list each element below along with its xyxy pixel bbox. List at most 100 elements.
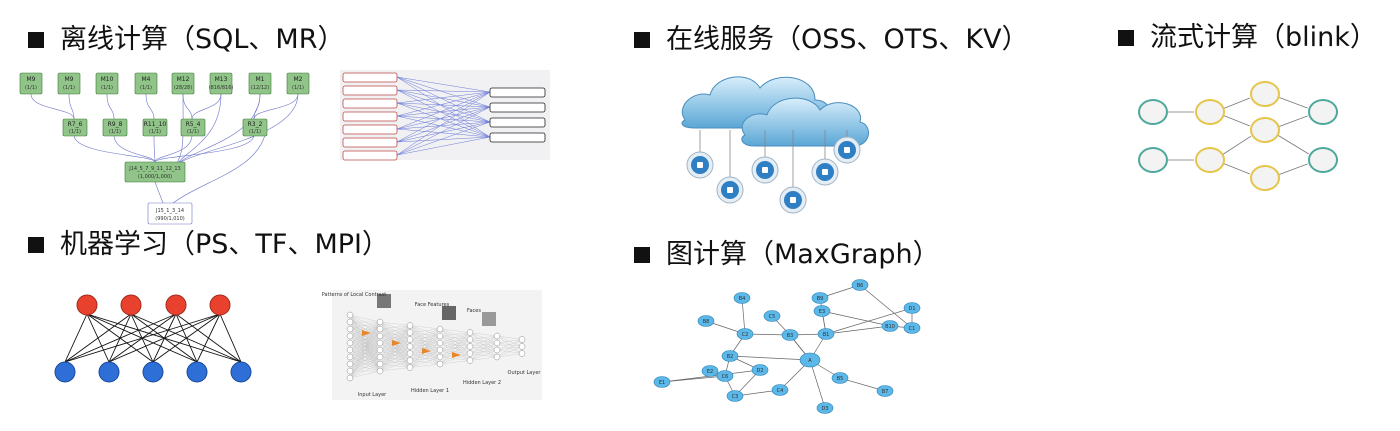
deepnet-edge	[409, 328, 441, 340]
dag-node-box	[180, 118, 206, 137]
deepnet-node	[493, 346, 501, 354]
graph-node-label: A	[808, 358, 812, 364]
dag-node-count: (816/816)	[209, 85, 234, 91]
dag-edge	[154, 181, 164, 204]
dag-node-count: (1/1)	[63, 85, 75, 91]
graph-node: C1	[903, 322, 921, 334]
service-glyph	[727, 187, 733, 193]
box-edge	[396, 91, 491, 117]
deepnet-node	[346, 325, 354, 333]
nn-edge	[64, 313, 88, 363]
graph-heading-text: 图计算（MaxGraph）	[666, 239, 940, 270]
deepnet-edge	[379, 332, 411, 372]
dag-reduce-node: R7_6(1/1)	[62, 118, 88, 137]
dag-node-name: M12	[177, 76, 190, 83]
deepnet-node	[436, 332, 444, 340]
graph-node-shape	[817, 328, 835, 340]
box-edge	[396, 102, 491, 123]
dag-node-name: M13	[215, 76, 228, 83]
ml-heading-text: 机器学习（PS、TF、MPI）	[60, 229, 389, 260]
dag-edge	[153, 134, 156, 163]
graph-node-shape	[733, 292, 751, 304]
deepnet-label-patterns: Patterns of Local Contrast	[322, 292, 387, 298]
service-glyph	[762, 167, 768, 173]
deepnet-node	[376, 339, 384, 347]
deepnet-edge	[409, 328, 441, 354]
face-image	[482, 312, 496, 326]
dag-node-name: R3_2	[248, 121, 263, 128]
graph-node: D2	[751, 364, 769, 376]
dag-map-node: M12(28/28)	[171, 72, 195, 95]
graph-node: B5	[831, 372, 849, 384]
left-box	[342, 150, 398, 161]
graph-edge	[809, 359, 826, 409]
right-box	[489, 102, 546, 113]
box-edge	[396, 76, 491, 93]
deepnet-node	[406, 329, 414, 336]
graph-node-label: B4	[739, 296, 746, 302]
right-box	[489, 117, 546, 128]
heading-online: 在线服务（OSS、OTS、KV）	[634, 23, 1029, 57]
deepnet-node	[466, 350, 474, 357]
deepnet-edge	[349, 342, 381, 379]
bullet-icon	[634, 32, 650, 48]
deepnet-edge	[349, 328, 381, 379]
deepnet-node	[346, 346, 354, 354]
dag-reduce-node: R9_8(1/1)	[102, 118, 128, 137]
stream-node	[1138, 147, 1168, 173]
nn-bottom-node	[142, 361, 164, 383]
service-node	[716, 176, 744, 204]
box-edge	[396, 106, 491, 156]
stream-edge	[1279, 115, 1308, 127]
bipartite-box-diagram	[340, 70, 550, 161]
service-node	[811, 158, 839, 186]
graph-node-label: E3	[819, 309, 825, 315]
dag-node-name: R7_6	[68, 121, 83, 128]
graph-node-shape	[851, 279, 869, 291]
graph-node: C6	[716, 370, 734, 382]
service-glyph	[844, 147, 850, 153]
deepnet-edge	[349, 321, 381, 351]
dag-map-node: M10(1/1)	[95, 72, 119, 95]
deepnet-edge	[349, 321, 381, 379]
dag-node-box	[171, 72, 195, 95]
deepnet-edge	[496, 335, 523, 340]
deepnet-node	[466, 343, 474, 350]
dag-edge	[253, 93, 299, 120]
deepnet-edge	[379, 321, 411, 326]
stream-edge	[1222, 135, 1252, 155]
dag-join-node: J14_5_7_9_11_12_13(1,000/1,000)	[124, 161, 186, 183]
dag-node-name: M9	[27, 76, 36, 83]
deepnet-edge	[439, 339, 471, 365]
graph-edge	[729, 355, 811, 361]
dag-node-box	[209, 72, 233, 95]
stream-edge	[1279, 97, 1308, 109]
deepnet-edge	[349, 335, 381, 379]
graph-node: E3	[813, 305, 831, 317]
nn-edge	[64, 313, 221, 363]
box-edge	[396, 121, 491, 130]
box-edge	[396, 128, 491, 138]
dag-reduce-node: R5_4(1/1)	[180, 118, 206, 137]
stream-edge	[1224, 163, 1250, 175]
deepnet-node	[376, 325, 384, 333]
graph-node-shape	[799, 352, 821, 368]
deepnet-edge	[349, 321, 381, 372]
deepnet-node	[406, 336, 414, 343]
graph-node-label: B6	[857, 283, 864, 289]
dag-node-count: (1/1)	[249, 129, 261, 135]
deepnet-edge	[379, 339, 411, 372]
box-edge	[396, 91, 491, 130]
box-edge	[396, 91, 491, 104]
deepnet-node	[493, 353, 501, 361]
stream-node	[1308, 147, 1338, 173]
graph-node-shape	[781, 329, 799, 341]
deepnet-node	[493, 332, 501, 340]
deepnet-edge	[379, 346, 411, 372]
box-edge	[396, 89, 491, 93]
deepnet-edge	[379, 325, 411, 330]
deepnet-node	[436, 353, 444, 361]
deepnet-node	[406, 350, 414, 357]
dag-node-box	[95, 72, 119, 95]
